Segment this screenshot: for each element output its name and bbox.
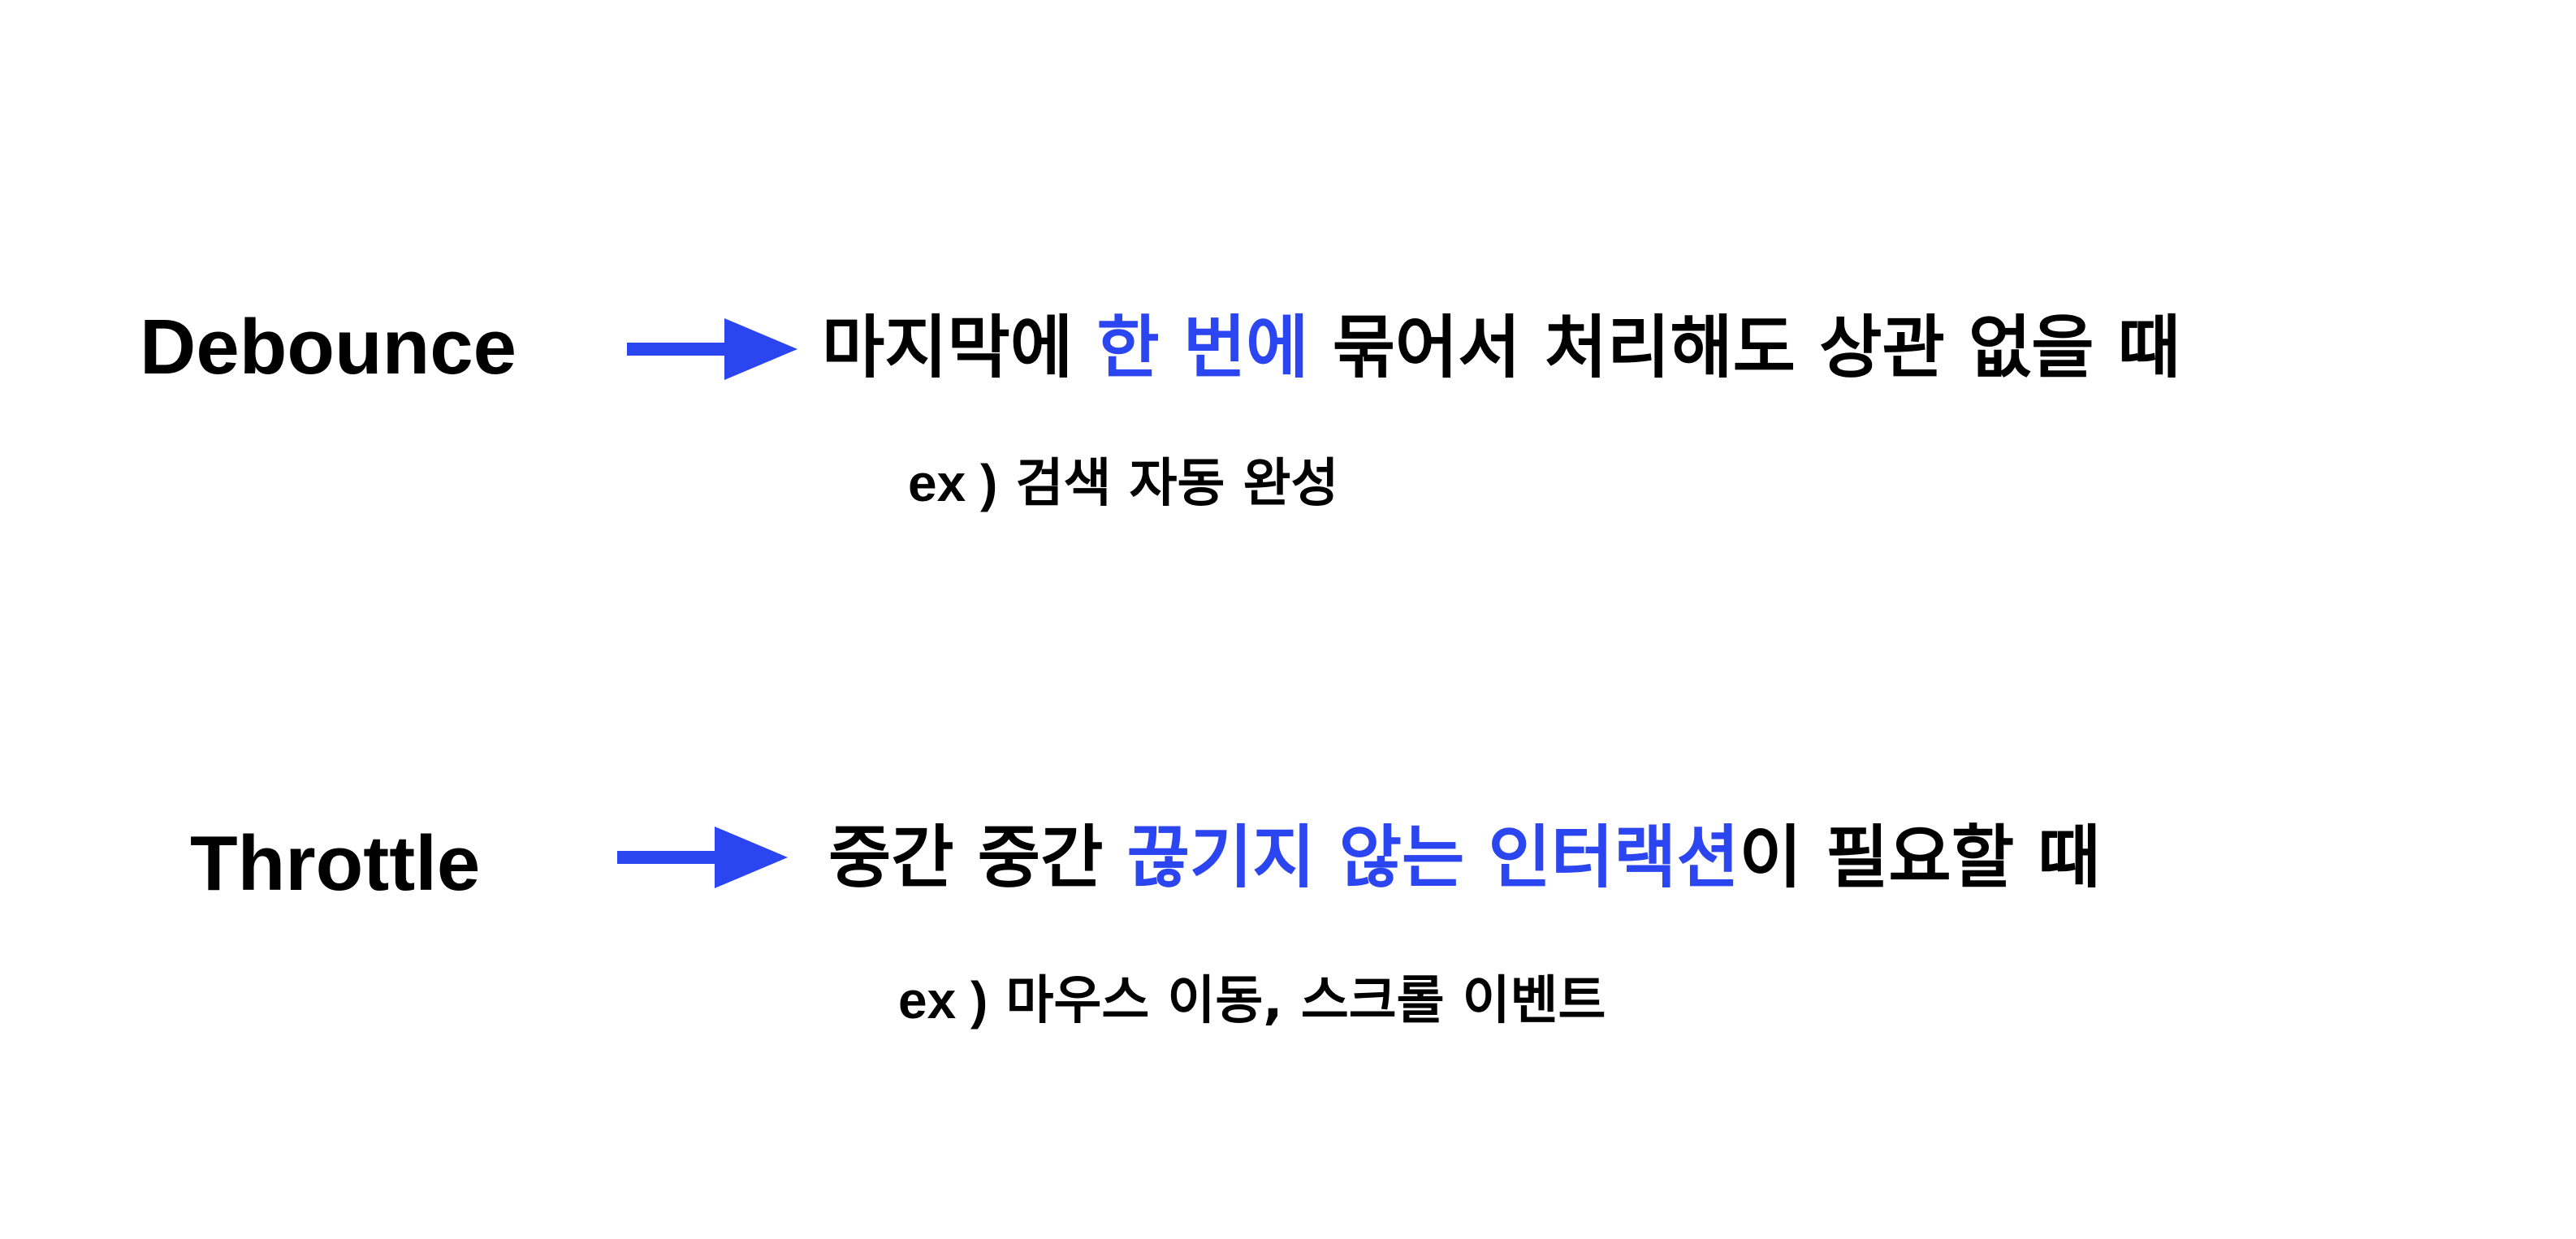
example-throttle: ex ) 마우스 이동, 스크롤 이벤트 xyxy=(898,974,1606,1027)
right-arrow-icon xyxy=(617,823,788,891)
description-text: 이 필요할 때 xyxy=(1739,818,2101,897)
example-prefix: ex ) xyxy=(898,971,988,1030)
description-text: 묶어서 처리해도 상관 없을 때 xyxy=(1308,308,2181,387)
description-text: 마지막에 xyxy=(822,308,1097,387)
term-debounce: Debounce xyxy=(140,304,517,391)
description-debounce: 마지막에 한 번에 묶어서 처리해도 상관 없을 때 xyxy=(822,313,2181,382)
example-debounce: ex ) 검색 자동 완성 xyxy=(908,457,1338,510)
description-text: 중간 중간 xyxy=(828,818,1127,897)
term-throttle: Throttle xyxy=(190,820,481,907)
right-arrow-icon xyxy=(627,315,797,383)
example-text: 검색 자동 완성 xyxy=(997,454,1339,514)
description-throttle: 중간 중간 끊기지 않는 인터랙션이 필요할 때 xyxy=(828,823,2101,891)
description-highlight: 끊기지 않는 인터랙션 xyxy=(1126,818,1740,897)
example-text: 마우스 이동, 스크롤 이벤트 xyxy=(988,971,1606,1031)
description-highlight: 한 번에 xyxy=(1096,308,1309,387)
example-prefix: ex ) xyxy=(908,454,998,512)
